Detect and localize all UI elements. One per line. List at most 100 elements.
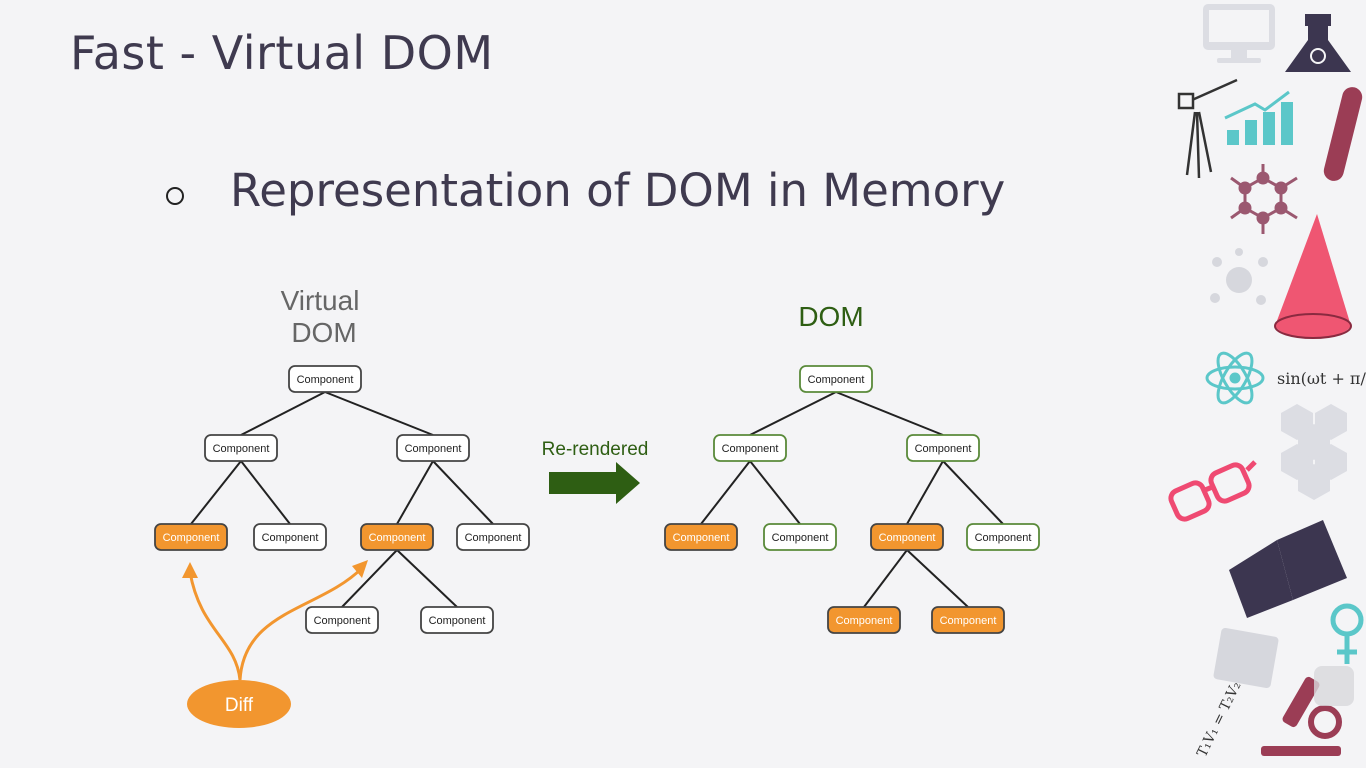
virtual-dom-node-label: Component [465,532,522,544]
virtual-dom-node-label: Component [297,374,354,386]
science-decoration: sin(ωt + π/2) T₁V₁ = T₂V₂ [1168,4,1366,760]
notepad-icon [1213,627,1279,689]
dom-node-box [713,434,787,462]
dom-edge [906,549,969,608]
virtual-dom-node-box [305,606,379,634]
virtual-dom-node-label: Component [262,532,319,544]
virtual-dom-node: Component [420,606,494,634]
equation-text: T₁V₁ = T₂V₂ [1194,679,1244,760]
dom-node-label: Component [772,532,829,544]
rerender-arrow-icon [549,462,640,504]
virtual-dom-node: Component [396,434,470,462]
atom-icon [1205,351,1265,405]
virtual-dom-edge [190,460,242,525]
dom-node: Component [906,434,980,462]
virtual-dom-heading-line1: Virtual [281,285,360,316]
virtual-dom-node: Component [204,434,278,462]
rerender-label: Re-rendered [542,439,649,460]
molecule-icon [1230,164,1298,234]
cone-icon [1274,214,1352,339]
virtual-dom-diagram: Virtual DOM DOM Diff Re-rendered Compone… [154,285,1040,728]
dom-node: Component [931,606,1005,634]
formula-text: sin(ωt + π/2) [1277,369,1366,388]
virtual-dom-node-box [204,434,278,462]
virtual-dom-edge [432,460,494,525]
diff-bubble [187,680,291,728]
dom-node: Component [870,523,944,551]
dom-node-box [966,523,1040,551]
virtual-dom-node-label: Component [163,532,220,544]
virtual-dom-node-label: Component [213,443,270,455]
virtual-dom-node-box [420,606,494,634]
virtual-dom-node-label: Component [429,615,486,627]
dom-node-box [763,523,837,551]
virtual-dom-edge [240,460,291,525]
book-icon [1229,520,1347,618]
dom-node-box [931,606,1005,634]
dom-node-label: Component [975,532,1032,544]
dom-node-box [799,365,873,393]
cell-icon [1210,248,1268,305]
dom-edge [749,460,801,525]
virtual-dom-node-label: Component [314,615,371,627]
bullet-icon [166,187,184,205]
virtual-dom-edge [324,391,434,436]
virtual-dom-heading-line2: DOM [291,317,356,348]
dom-heading: DOM [798,301,863,332]
dom-edge [835,391,944,436]
virtual-dom-node-box [456,523,530,551]
dom-node: Component [763,523,837,551]
virtual-dom-node: Component [253,523,327,551]
telescope-icon [1177,78,1238,179]
honeycomb-icon [1281,404,1347,500]
dom-node: Component [799,365,873,393]
virtual-dom-node-box [396,434,470,462]
dom-node-label: Component [836,615,893,627]
dom-edge [700,460,751,525]
virtual-dom-node: Component [288,365,362,393]
virtual-dom-edge [240,391,326,436]
dom-node: Component [827,606,901,634]
dom-edge [863,549,908,608]
dom-node-label: Component [722,443,779,455]
dom-edge [942,460,1004,525]
diff-label: Diff [225,695,254,716]
virtual-dom-edge [396,549,458,608]
bullet-text: Representation of DOM in Memory [230,164,1006,217]
flask-icon [1285,14,1351,72]
monitor-icon [1203,4,1275,63]
dom-node-label: Component [940,615,997,627]
glasses-icon [1168,460,1257,522]
dom-node-box [906,434,980,462]
virtual-dom-node-label: Component [369,532,426,544]
slide-title: Fast - Virtual DOM [70,26,494,80]
dom-node-label: Component [879,532,936,544]
dom-node-box [870,523,944,551]
dom-node-label: Component [915,443,972,455]
dom-node: Component [664,523,738,551]
virtual-dom-node-box [154,523,228,551]
virtual-dom-node-box [253,523,327,551]
virtual-dom-node-box [288,365,362,393]
dom-node-label: Component [673,532,730,544]
virtual-dom-node: Component [154,523,228,551]
dom-node-box [664,523,738,551]
virtual-dom-edges [190,391,494,608]
virtual-dom-edge [341,549,398,608]
virtual-dom-node-box [360,523,434,551]
microscope-icon [1261,676,1342,756]
dom-node-label: Component [808,374,865,386]
player-control-button[interactable] [1314,666,1354,706]
dom-edge [749,391,837,436]
diff-arrows [182,560,368,681]
virtual-dom-node: Component [305,606,379,634]
virtual-dom-node: Component [360,523,434,551]
virtual-dom-edge [396,460,434,525]
female-symbol-icon [1330,603,1364,664]
dom-node-box [827,606,901,634]
dom-edges [700,391,1004,608]
test-tube-icon [1323,87,1363,181]
virtual-dom-node-label: Component [405,443,462,455]
